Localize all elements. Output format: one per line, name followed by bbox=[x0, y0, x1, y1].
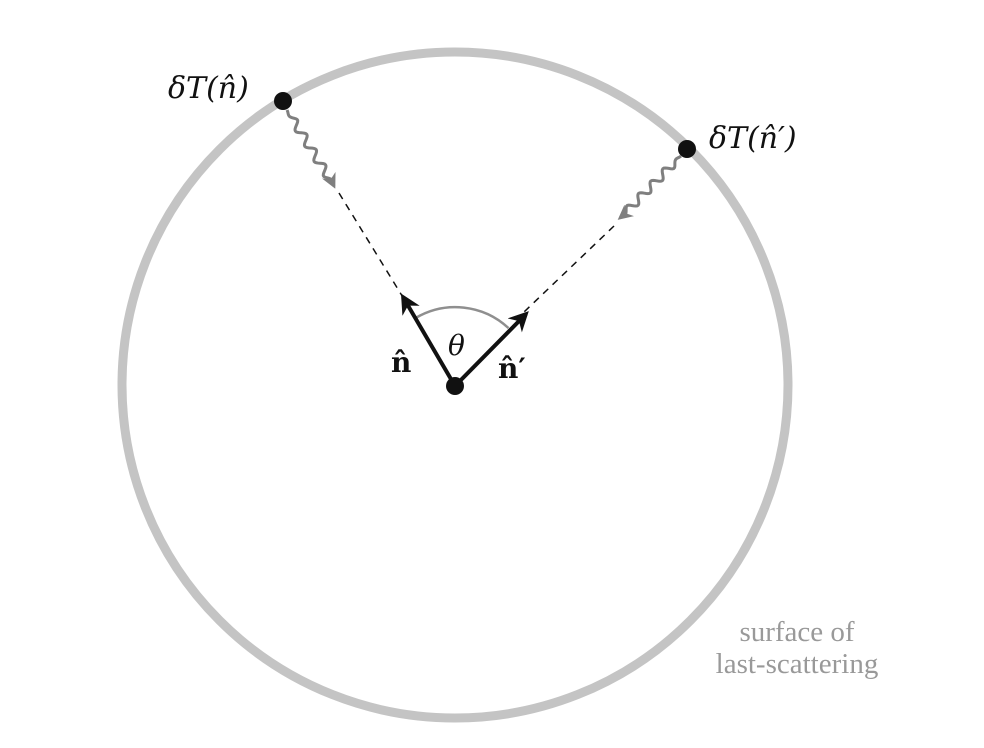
angle-label: θ bbox=[448, 329, 465, 362]
photon-path-right bbox=[617, 154, 682, 220]
surface-caption-line1: surface of bbox=[739, 616, 854, 648]
vector-n-prime-arrow bbox=[453, 311, 529, 388]
point-right-label: δT(n̂′) bbox=[709, 121, 797, 156]
vector-n-label: n̂ bbox=[391, 346, 411, 379]
vector-n-arrow bbox=[400, 293, 457, 388]
last-scattering-circle bbox=[117, 47, 793, 723]
observer-dot bbox=[446, 377, 464, 395]
line-of-sight-right bbox=[523, 225, 615, 313]
vector-n-prime-label: n̂′ bbox=[498, 352, 526, 385]
line-of-sight-left bbox=[338, 192, 405, 300]
point-left-label: δT(n̂) bbox=[168, 71, 249, 106]
angle-arc bbox=[414, 305, 510, 330]
point-left-dot bbox=[274, 92, 292, 110]
surface-caption-line2: last-scattering bbox=[716, 648, 879, 680]
point-right-dot bbox=[678, 140, 696, 158]
photon-path-left bbox=[285, 109, 336, 189]
